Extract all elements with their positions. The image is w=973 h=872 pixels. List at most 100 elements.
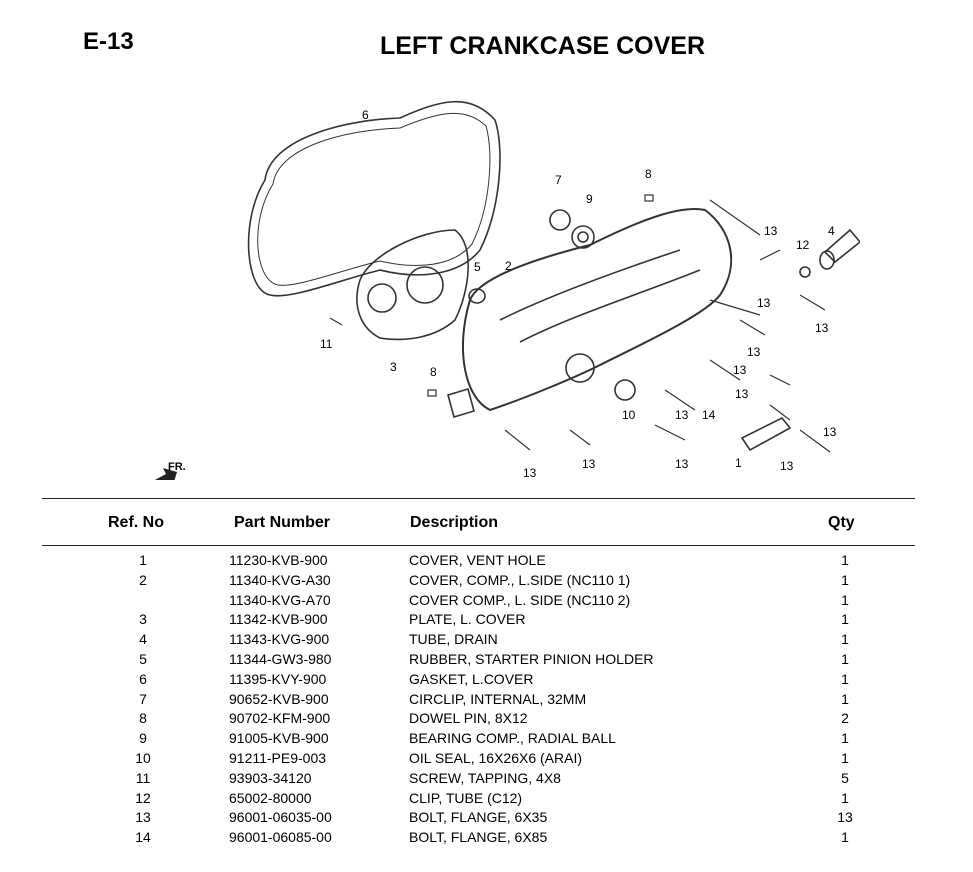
description: BOLT, FLANGE, 6X35	[409, 809, 548, 826]
part-number: 91211-PE9-003	[229, 749, 327, 766]
callout: 13	[780, 459, 794, 473]
description: CIRCLIP, INTERNAL, 32MM	[409, 690, 587, 707]
callout: 6	[362, 108, 369, 122]
col-header-desc: Description	[410, 514, 499, 531]
table-row: 7 90652-KVB-900 CIRCLIP, INTERNAL, 32MM 1	[0, 691, 973, 711]
description: CLIP, TUBE (C12)	[409, 789, 523, 806]
ref-no: 7	[139, 690, 147, 707]
part-number: 11342-KVB-900	[229, 611, 328, 628]
description: COVER, VENT HOLE	[409, 552, 546, 568]
bolt	[769, 404, 791, 421]
ref-no: 8	[139, 710, 147, 727]
bolt	[799, 294, 826, 311]
plate-hole	[406, 266, 444, 304]
description: PLATE, L. COVER	[409, 611, 526, 628]
quantity: 1	[841, 670, 849, 687]
callout: 11	[320, 337, 333, 351]
callout: 13	[582, 457, 596, 471]
ref-no: 2	[139, 571, 147, 588]
bolt	[654, 424, 686, 441]
quantity: 1	[841, 690, 849, 707]
callout: 2	[505, 259, 512, 273]
callout: 3	[390, 360, 397, 374]
part-number: 65002-80000	[229, 789, 312, 806]
ref-no: 12	[135, 789, 151, 806]
part-number: 11340-KVG-A70	[229, 591, 331, 608]
part-number: 93903-34120	[229, 769, 312, 786]
drain-tube	[823, 228, 860, 264]
callout: 13	[747, 345, 761, 359]
quantity: 1	[841, 730, 849, 747]
callout: 4	[828, 224, 835, 238]
bolt	[504, 429, 531, 451]
cover-drain-spout	[447, 387, 475, 419]
dowel-pin	[427, 389, 437, 397]
part-number: 90652-KVB-900	[229, 690, 329, 707]
bolt	[759, 249, 781, 261]
ref-no: 5	[139, 650, 147, 667]
quantity: 1	[841, 650, 849, 667]
quantity: 1	[841, 631, 849, 648]
ref-no: 11	[135, 769, 151, 786]
quantity: 13	[837, 809, 853, 826]
callout: 5	[474, 260, 481, 274]
description: BEARING COMP., RADIAL BALL	[409, 730, 616, 747]
callout: 13	[735, 387, 749, 401]
bolt	[569, 429, 591, 446]
callout: 1	[735, 456, 742, 470]
quantity: 1	[841, 829, 849, 846]
callout: 10	[622, 408, 636, 422]
callout: 8	[430, 365, 437, 379]
bolt	[799, 429, 831, 453]
tube-clip	[799, 266, 811, 278]
quantity: 2	[841, 710, 849, 727]
bolt	[709, 359, 741, 381]
ref-no: 6	[139, 670, 147, 687]
page-title: LEFT CRANKCASE COVER	[380, 32, 706, 60]
description: COVER COMP., L. SIDE (NC110 2)	[409, 591, 631, 608]
callout: 8	[645, 167, 652, 181]
part-number: 90702-KFM-900	[229, 710, 331, 727]
bolt	[664, 389, 696, 411]
bolt	[709, 199, 761, 236]
ref-no: 14	[135, 829, 151, 846]
cover-ridge	[499, 249, 681, 321]
callout: 13	[815, 321, 829, 335]
table-row: 11340-KVG-A70 COVER COMP., L. SIDE (NC110…	[0, 592, 973, 612]
gasket-outline	[247, 100, 501, 297]
callout: 14	[702, 408, 716, 422]
cover-bearing-boss	[565, 353, 595, 383]
ref-no: 9	[139, 730, 147, 747]
part-number: 96001-06085-00	[229, 829, 332, 846]
description: SCREW, TAPPING, 4X8	[409, 769, 561, 786]
callout: 13	[733, 363, 747, 377]
quantity: 1	[841, 552, 849, 568]
vent-hole-cover	[740, 416, 792, 452]
bolt	[739, 319, 766, 336]
callout: 13	[523, 466, 537, 480]
page-code: E-13	[83, 28, 134, 55]
ref-no: 13	[135, 809, 151, 826]
bolt	[769, 374, 791, 386]
col-header-qty: Qty	[828, 514, 855, 531]
col-header-ref: Ref. No	[108, 514, 164, 531]
bearing	[571, 225, 595, 249]
exploded-parts-diagram: 6 7 8 9 2 5 4 12 13 13 13 13 13 13 13 14…	[154, 100, 860, 480]
quantity: 5	[841, 769, 849, 786]
plate-outline	[356, 229, 469, 341]
description: TUBE, DRAIN	[409, 631, 498, 648]
callout: 7	[555, 173, 562, 187]
table-header-rule	[42, 545, 915, 546]
callout: 13	[823, 425, 837, 439]
